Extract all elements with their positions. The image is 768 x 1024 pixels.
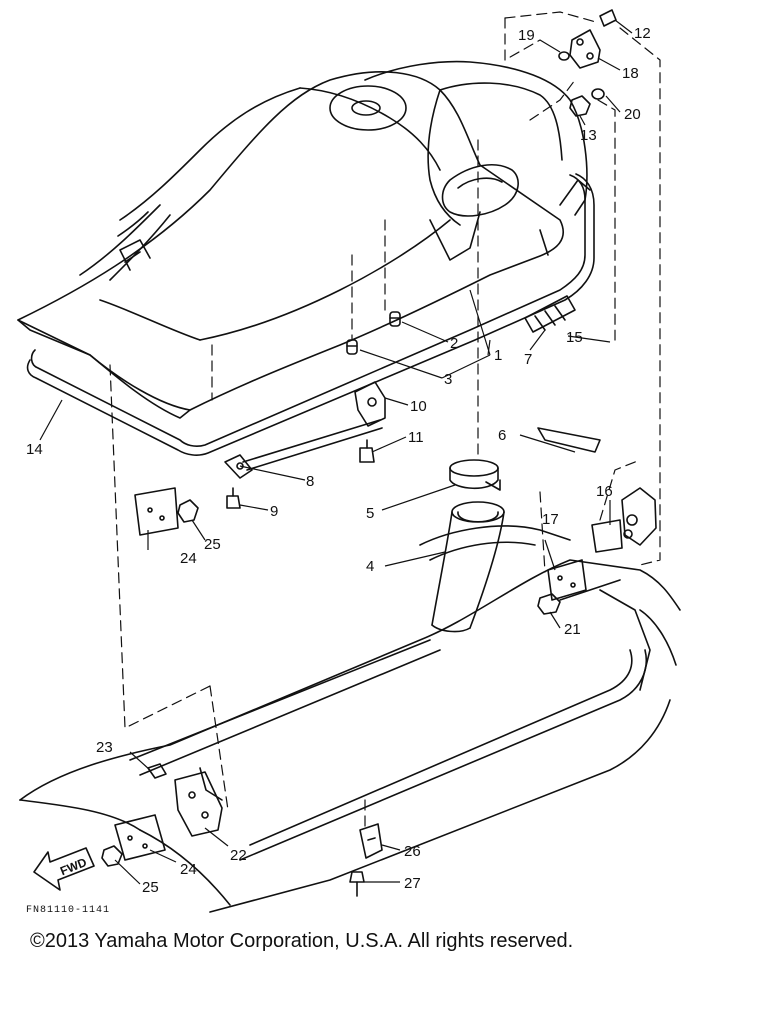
plate-24-lower	[115, 815, 165, 860]
bolt-9	[227, 488, 240, 508]
callout-1: 1	[494, 347, 502, 364]
hull	[20, 526, 680, 912]
callout-16: 16	[596, 483, 613, 500]
callout-23: 23	[96, 739, 113, 756]
rubber-grip	[525, 296, 575, 332]
callout-19: 19	[518, 27, 535, 44]
exploded-parts-diagram: 1 2 3 4 5 6 7 8 9 10 11 12 13 14 15 16 1…	[0, 0, 768, 916]
callout-14: 14	[26, 441, 43, 458]
seat-rear-housing	[365, 62, 590, 260]
callout-2: 2	[450, 335, 458, 352]
callout-8: 8	[306, 473, 314, 490]
callout-17: 17	[542, 511, 559, 528]
callout-4: 4	[366, 558, 374, 575]
washer-19	[559, 52, 569, 60]
fwd-arrow-icon	[34, 848, 94, 890]
callout-11: 11	[408, 429, 424, 446]
callout-24-lower: 24	[180, 861, 197, 878]
nut-25-lower	[102, 846, 122, 866]
nut-25-upper	[178, 500, 198, 522]
seat	[18, 72, 563, 418]
callout-7: 7	[524, 351, 532, 368]
nut-13	[570, 96, 590, 116]
hose-clamp	[450, 460, 500, 490]
callout-20: 20	[624, 106, 641, 123]
callout-25-lower: 25	[142, 879, 159, 896]
figure-code: FN81110-1141	[26, 905, 110, 916]
hook-26	[360, 824, 382, 858]
bolt-2	[390, 312, 400, 326]
plate-17	[548, 560, 586, 600]
callout-26: 26	[404, 843, 421, 860]
callout-12: 12	[634, 25, 651, 42]
washer-20	[592, 89, 604, 99]
callout-21: 21	[564, 621, 581, 638]
assembly-lines	[110, 12, 660, 830]
latch-16	[592, 488, 656, 552]
copyright-notice: ©2013 Yamaha Motor Corporation, U.S.A. A…	[30, 930, 574, 952]
callout-15: 15	[566, 329, 583, 346]
callout-22: 22	[230, 847, 247, 864]
screw-12	[600, 10, 616, 26]
callout-6: 6	[498, 427, 506, 444]
hinge-22	[175, 768, 222, 836]
callout-9: 9	[270, 503, 278, 520]
hook-plate-18	[570, 30, 600, 68]
stay-rod	[225, 420, 382, 478]
strap	[538, 428, 600, 452]
callout-10: 10	[410, 398, 427, 415]
bolt-11	[360, 440, 374, 462]
callout-13: 13	[580, 127, 597, 144]
seat-rail	[28, 174, 594, 455]
callout-27: 27	[404, 875, 421, 892]
callout-3: 3	[444, 371, 452, 388]
bolt-23	[148, 764, 166, 778]
callout-24-upper: 24	[180, 550, 197, 567]
air-duct	[432, 502, 504, 632]
callout-18: 18	[622, 65, 639, 82]
plate-24-upper	[135, 488, 178, 535]
nut-21	[538, 594, 560, 614]
callout-5: 5	[366, 505, 374, 522]
callout-25-upper: 25	[204, 536, 221, 553]
pin-27	[350, 872, 364, 896]
bracket-10	[355, 382, 385, 426]
